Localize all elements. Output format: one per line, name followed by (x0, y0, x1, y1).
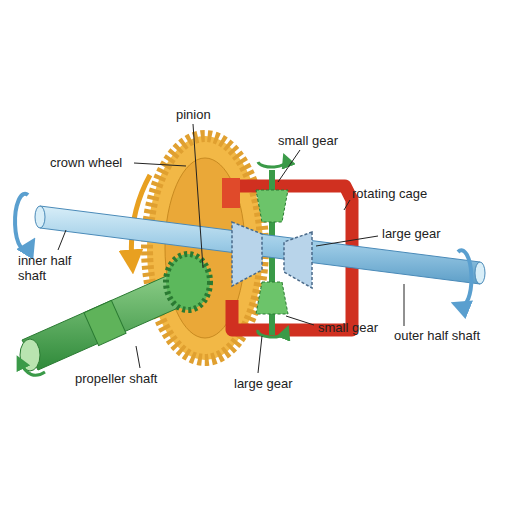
part-label: inner half shaft (18, 253, 84, 283)
part-label: crown wheel (50, 155, 122, 170)
part-label: large gear (234, 376, 293, 391)
part-label: rotating cage (352, 186, 427, 201)
part-label: outer half shaft (394, 328, 480, 343)
part-label: propeller shaft (75, 371, 157, 386)
part-label: small gear (278, 133, 338, 148)
part-label: small gear (318, 320, 378, 335)
part-label: large gear (382, 226, 441, 241)
part-label: pinion (176, 107, 211, 122)
